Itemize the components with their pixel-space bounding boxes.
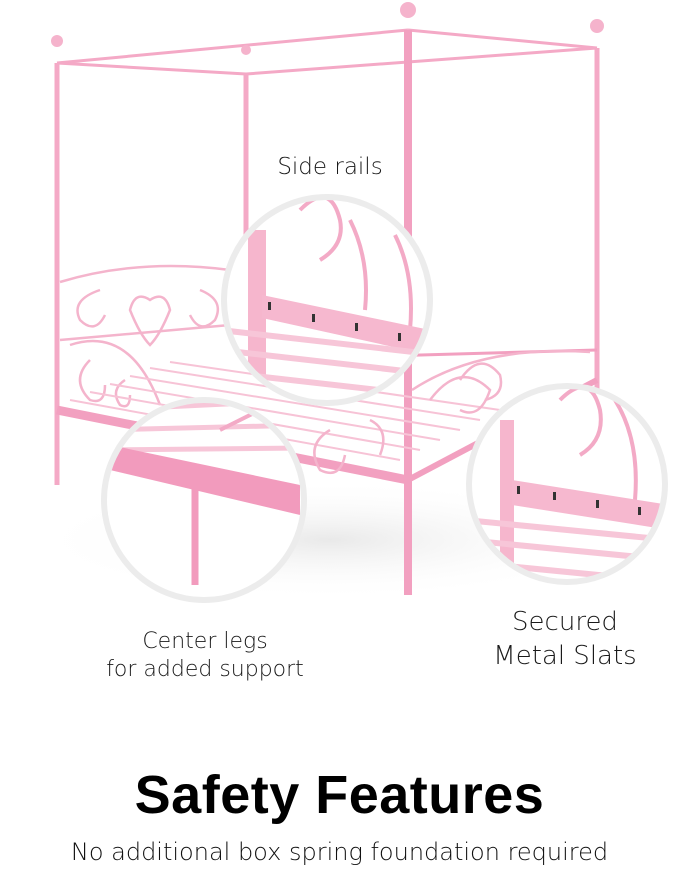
callout-label-side-rails: Side rails bbox=[277, 154, 383, 180]
headboard-scrollwork bbox=[59, 264, 231, 408]
callout-metal-slats bbox=[466, 383, 668, 585]
post-finials bbox=[51, 2, 604, 55]
callout-label-line: Secured bbox=[512, 607, 618, 637]
callout-label-metal-slats: Secured Metal Slats bbox=[450, 606, 679, 674]
feature-title: Safety Features bbox=[134, 765, 545, 825]
canopy-top-rails bbox=[56, 28, 598, 76]
callout-label-center-legs: Center legs for added support bbox=[70, 628, 340, 683]
footboard-scrollwork bbox=[313, 349, 591, 475]
feature-subtitle: No additional box spring foundation requ… bbox=[70, 838, 609, 866]
callout-label-line: for added support bbox=[106, 656, 304, 682]
callout-label-line: Metal Slats bbox=[493, 640, 637, 671]
callout-center-legs bbox=[101, 397, 307, 603]
callout-label-line: Center legs bbox=[142, 629, 268, 654]
